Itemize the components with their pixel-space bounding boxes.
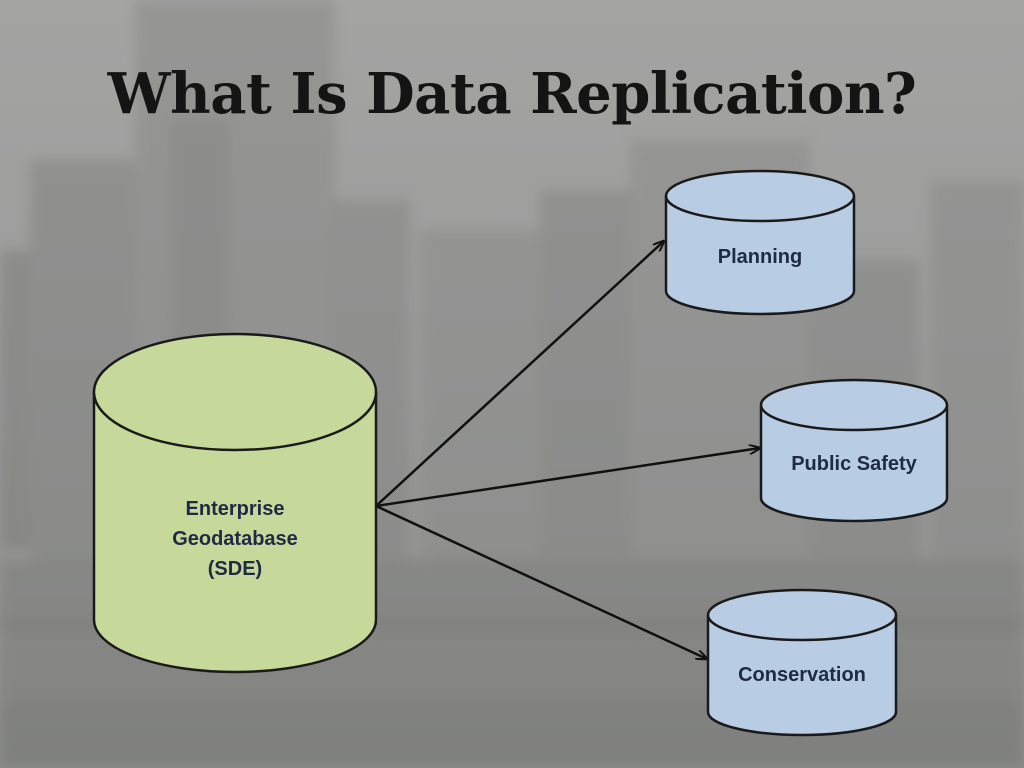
source-label-line-1: Enterprise: [186, 498, 285, 520]
enterprise-geodatabase-cylinder: Enterprise Geodatabase (SDE): [92, 332, 378, 674]
conservation-label: Conservation: [738, 664, 866, 686]
public-safety-label: Public Safety: [791, 453, 917, 475]
source-label-line-3: (SDE): [208, 558, 262, 580]
conservation-cylinder: Conservation: [706, 588, 898, 737]
slide-title: What Is Data Replication?: [107, 61, 917, 127]
arrow-to-planning: [375, 241, 664, 507]
public-safety-cylinder: Public Safety: [759, 378, 949, 523]
source-label-line-2: Geodatabase: [172, 528, 298, 550]
arrow-to-conservation: [375, 504, 707, 659]
arrow-to-public-safety: [375, 448, 760, 508]
planning-cylinder: Planning: [664, 169, 856, 316]
planning-label: Planning: [718, 246, 802, 268]
